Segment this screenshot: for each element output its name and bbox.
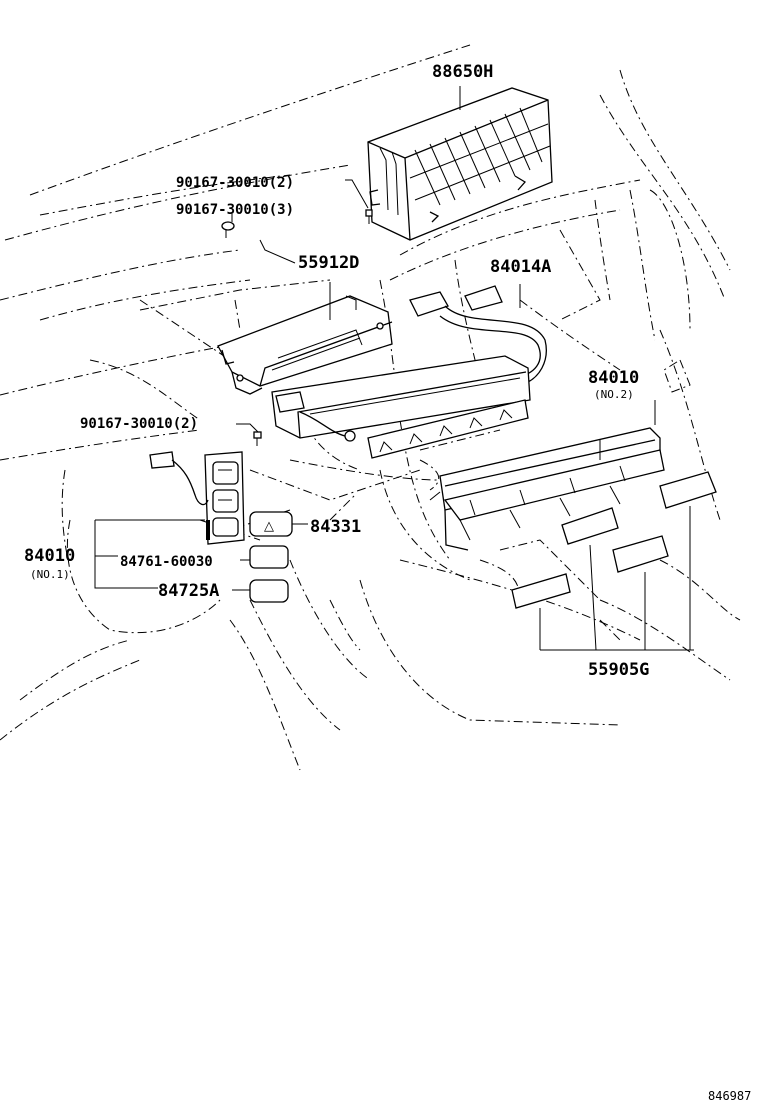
label-90167-30010-2-top: 90167-30010(2) <box>176 175 294 191</box>
label-84725A: 84725A <box>158 581 219 601</box>
label-90167-30010-2-mid: 90167-30010(2) <box>80 416 198 432</box>
dashboard-outline <box>0 44 741 771</box>
part-84014A-harness <box>409 284 547 386</box>
part-55912D-bracket <box>217 282 393 395</box>
reference-number: 846987 <box>708 1089 751 1103</box>
label-84761-60030: 84761-60030 <box>120 554 213 570</box>
screw-90167-mid <box>236 423 262 446</box>
leader-55912D <box>259 239 296 264</box>
screw-90167-top <box>345 179 373 224</box>
label-84010-no1-sub: (NO.1) <box>30 568 70 581</box>
label-84010-no1: 84010 <box>24 546 75 566</box>
label-84014A: 84014A <box>490 257 551 277</box>
part-88650H-module <box>367 87 553 241</box>
label-55905G: 55905G <box>588 660 649 680</box>
label-84331: 84331 <box>310 517 361 537</box>
switch-bar-center <box>271 355 531 459</box>
leaders-left <box>94 519 250 591</box>
label-84010-no2-sub: (NO.2) <box>594 388 634 401</box>
part-84010-no2-switch <box>429 400 665 551</box>
label-84010-no2: 84010 <box>588 368 639 388</box>
part-84010-no1-switch-stack <box>149 451 245 545</box>
part-55905G-knobs <box>511 471 717 651</box>
label-55912D: 55912D <box>298 253 359 273</box>
screw-90167-left <box>221 214 235 238</box>
part-84331-hazard-button: △ <box>249 511 308 537</box>
label-88650H: 88650H <box>432 62 493 82</box>
part-84761-knob <box>249 545 289 569</box>
hazard-icon: △ <box>264 519 274 534</box>
label-90167-30010-3: 90167-30010(3) <box>176 202 294 218</box>
part-84725A-knob <box>249 579 289 603</box>
